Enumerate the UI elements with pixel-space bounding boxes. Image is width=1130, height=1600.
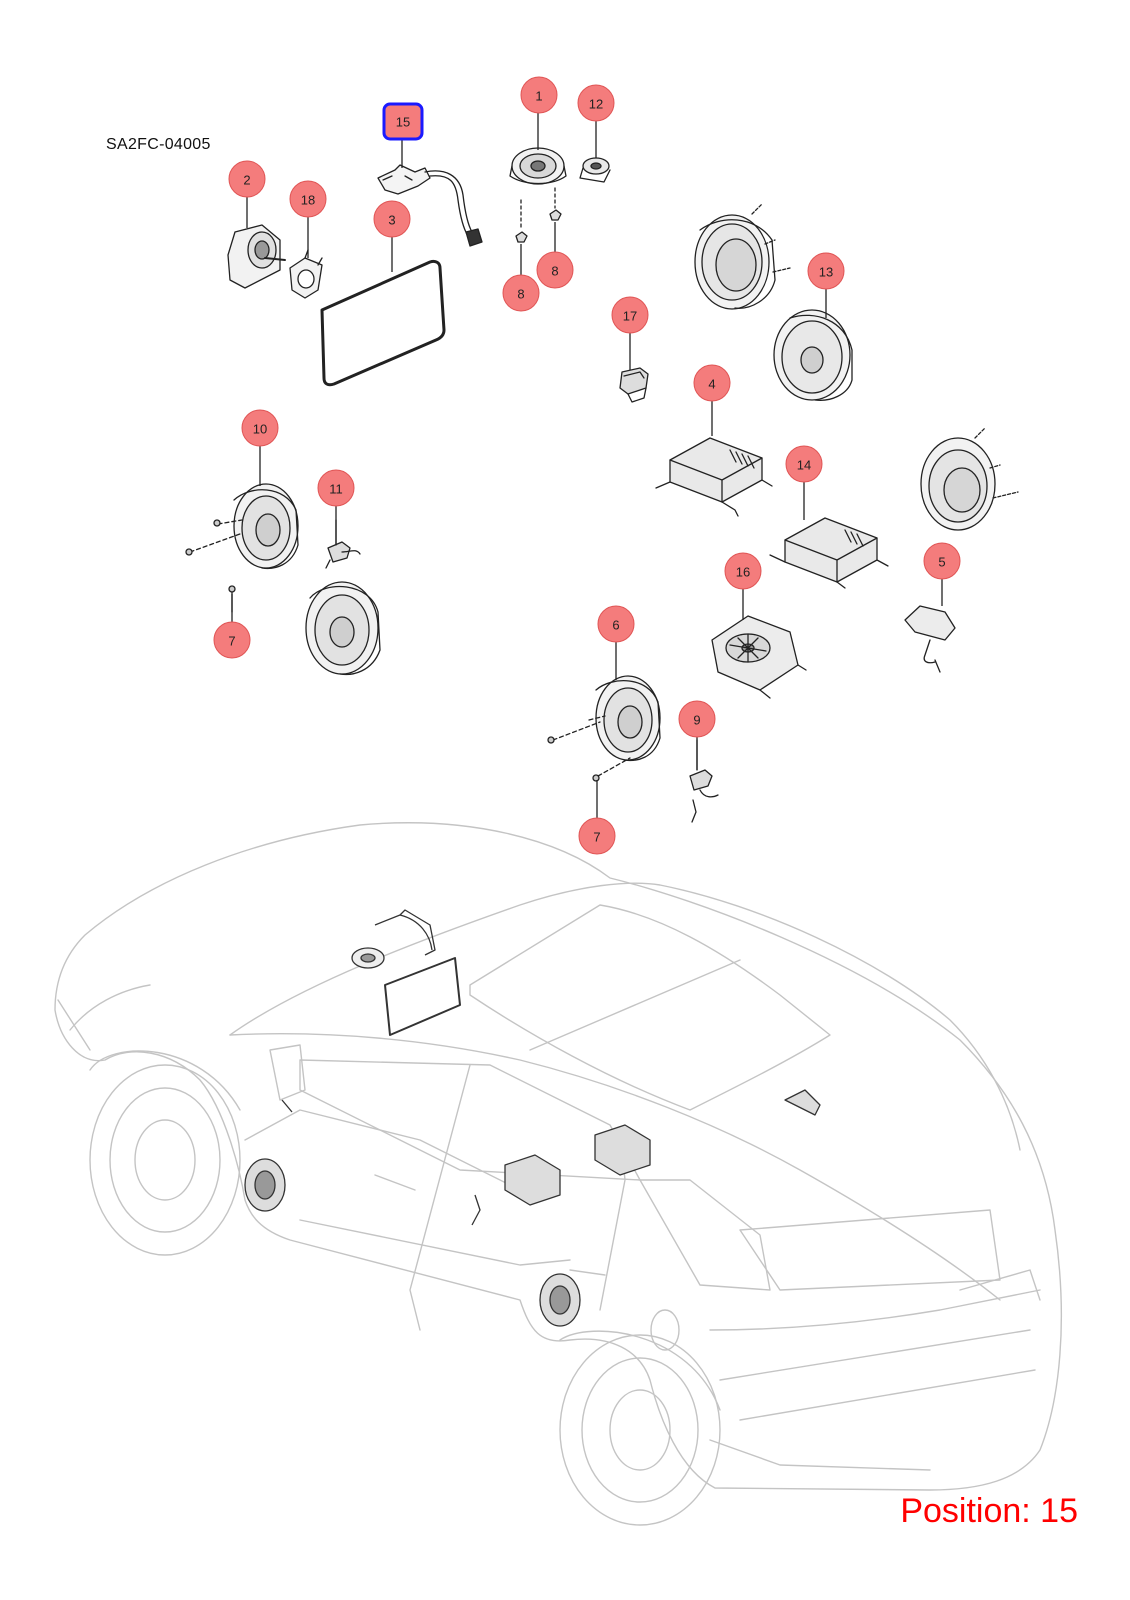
- callout-4[interactable]: 4: [693, 364, 731, 402]
- callout-7-left[interactable]: 7: [213, 621, 251, 659]
- installed-parts: [244, 909, 821, 1327]
- part-speaker-13a: [694, 203, 791, 310]
- part-clips-8: [515, 187, 562, 243]
- part-speaker-10: [185, 483, 299, 570]
- svg-text:1: 1: [535, 89, 542, 104]
- exploded-parts: [185, 147, 1019, 823]
- part-amplifier-14: [769, 517, 889, 589]
- svg-text:17: 17: [623, 309, 637, 324]
- part-speaker-13b: [773, 309, 853, 401]
- svg-text:7: 7: [228, 634, 235, 649]
- callout-10[interactable]: 10: [241, 409, 279, 447]
- part-switch-17: [619, 367, 649, 403]
- svg-text:6: 6: [612, 618, 619, 633]
- callouts: 1 12 15 2 18 3: [213, 76, 961, 855]
- callout-16[interactable]: 16: [724, 552, 762, 590]
- callout-6[interactable]: 6: [597, 605, 635, 643]
- svg-text:10: 10: [253, 422, 267, 437]
- part-amplifier-16: [711, 615, 807, 699]
- callout-13[interactable]: 13: [807, 252, 845, 290]
- callout-17[interactable]: 17: [611, 296, 649, 334]
- part-tweeter-12: [579, 157, 611, 183]
- callout-9[interactable]: 9: [678, 700, 716, 738]
- part-connector-11: [325, 519, 361, 569]
- part-connector-9: [689, 739, 719, 823]
- part-display-3: [320, 259, 446, 387]
- callout-14[interactable]: 14: [785, 445, 823, 483]
- part-speaker-right: [920, 427, 1019, 531]
- callout-15-selected[interactable]: 15: [382, 102, 424, 141]
- callout-2[interactable]: 2: [228, 160, 266, 198]
- svg-text:12: 12: [589, 97, 603, 112]
- part-antenna-5: [904, 605, 956, 673]
- svg-text:15: 15: [396, 115, 410, 130]
- leader-lines: [231, 112, 943, 818]
- part-bracket-18: [289, 249, 323, 299]
- svg-text:3: 3: [388, 213, 395, 228]
- callout-12[interactable]: 12: [577, 84, 615, 122]
- svg-text:18: 18: [301, 193, 315, 208]
- part-woofer-loose: [305, 581, 381, 676]
- svg-text:4: 4: [708, 377, 715, 392]
- position-readout: Position: 15: [900, 1492, 1078, 1530]
- part-amplifier-4: [655, 437, 773, 517]
- svg-text:14: 14: [797, 458, 811, 473]
- svg-text:9: 9: [693, 713, 700, 728]
- part-speaker-1: [509, 147, 567, 185]
- part-housing-2: [227, 224, 286, 289]
- diagram-code: SA2FC-04005: [106, 136, 211, 153]
- svg-text:8: 8: [517, 287, 524, 302]
- callout-8-right[interactable]: 8: [536, 251, 574, 289]
- callout-7-bottom[interactable]: 7: [578, 817, 616, 855]
- svg-text:7: 7: [593, 830, 600, 845]
- callout-18[interactable]: 18: [289, 180, 327, 218]
- part-speaker-6: [547, 675, 661, 782]
- svg-text:11: 11: [329, 482, 343, 497]
- callout-5[interactable]: 5: [923, 542, 961, 580]
- callout-1[interactable]: 1: [520, 76, 558, 114]
- part-bracket-15: [377, 164, 483, 247]
- svg-text:13: 13: [819, 265, 833, 280]
- callout-8-left[interactable]: 8: [502, 274, 540, 312]
- svg-text:5: 5: [938, 555, 945, 570]
- svg-text:8: 8: [551, 264, 558, 279]
- callout-11[interactable]: 11: [317, 469, 355, 507]
- svg-text:2: 2: [243, 173, 250, 188]
- callout-3[interactable]: 3: [373, 200, 411, 238]
- svg-text:16: 16: [736, 565, 750, 580]
